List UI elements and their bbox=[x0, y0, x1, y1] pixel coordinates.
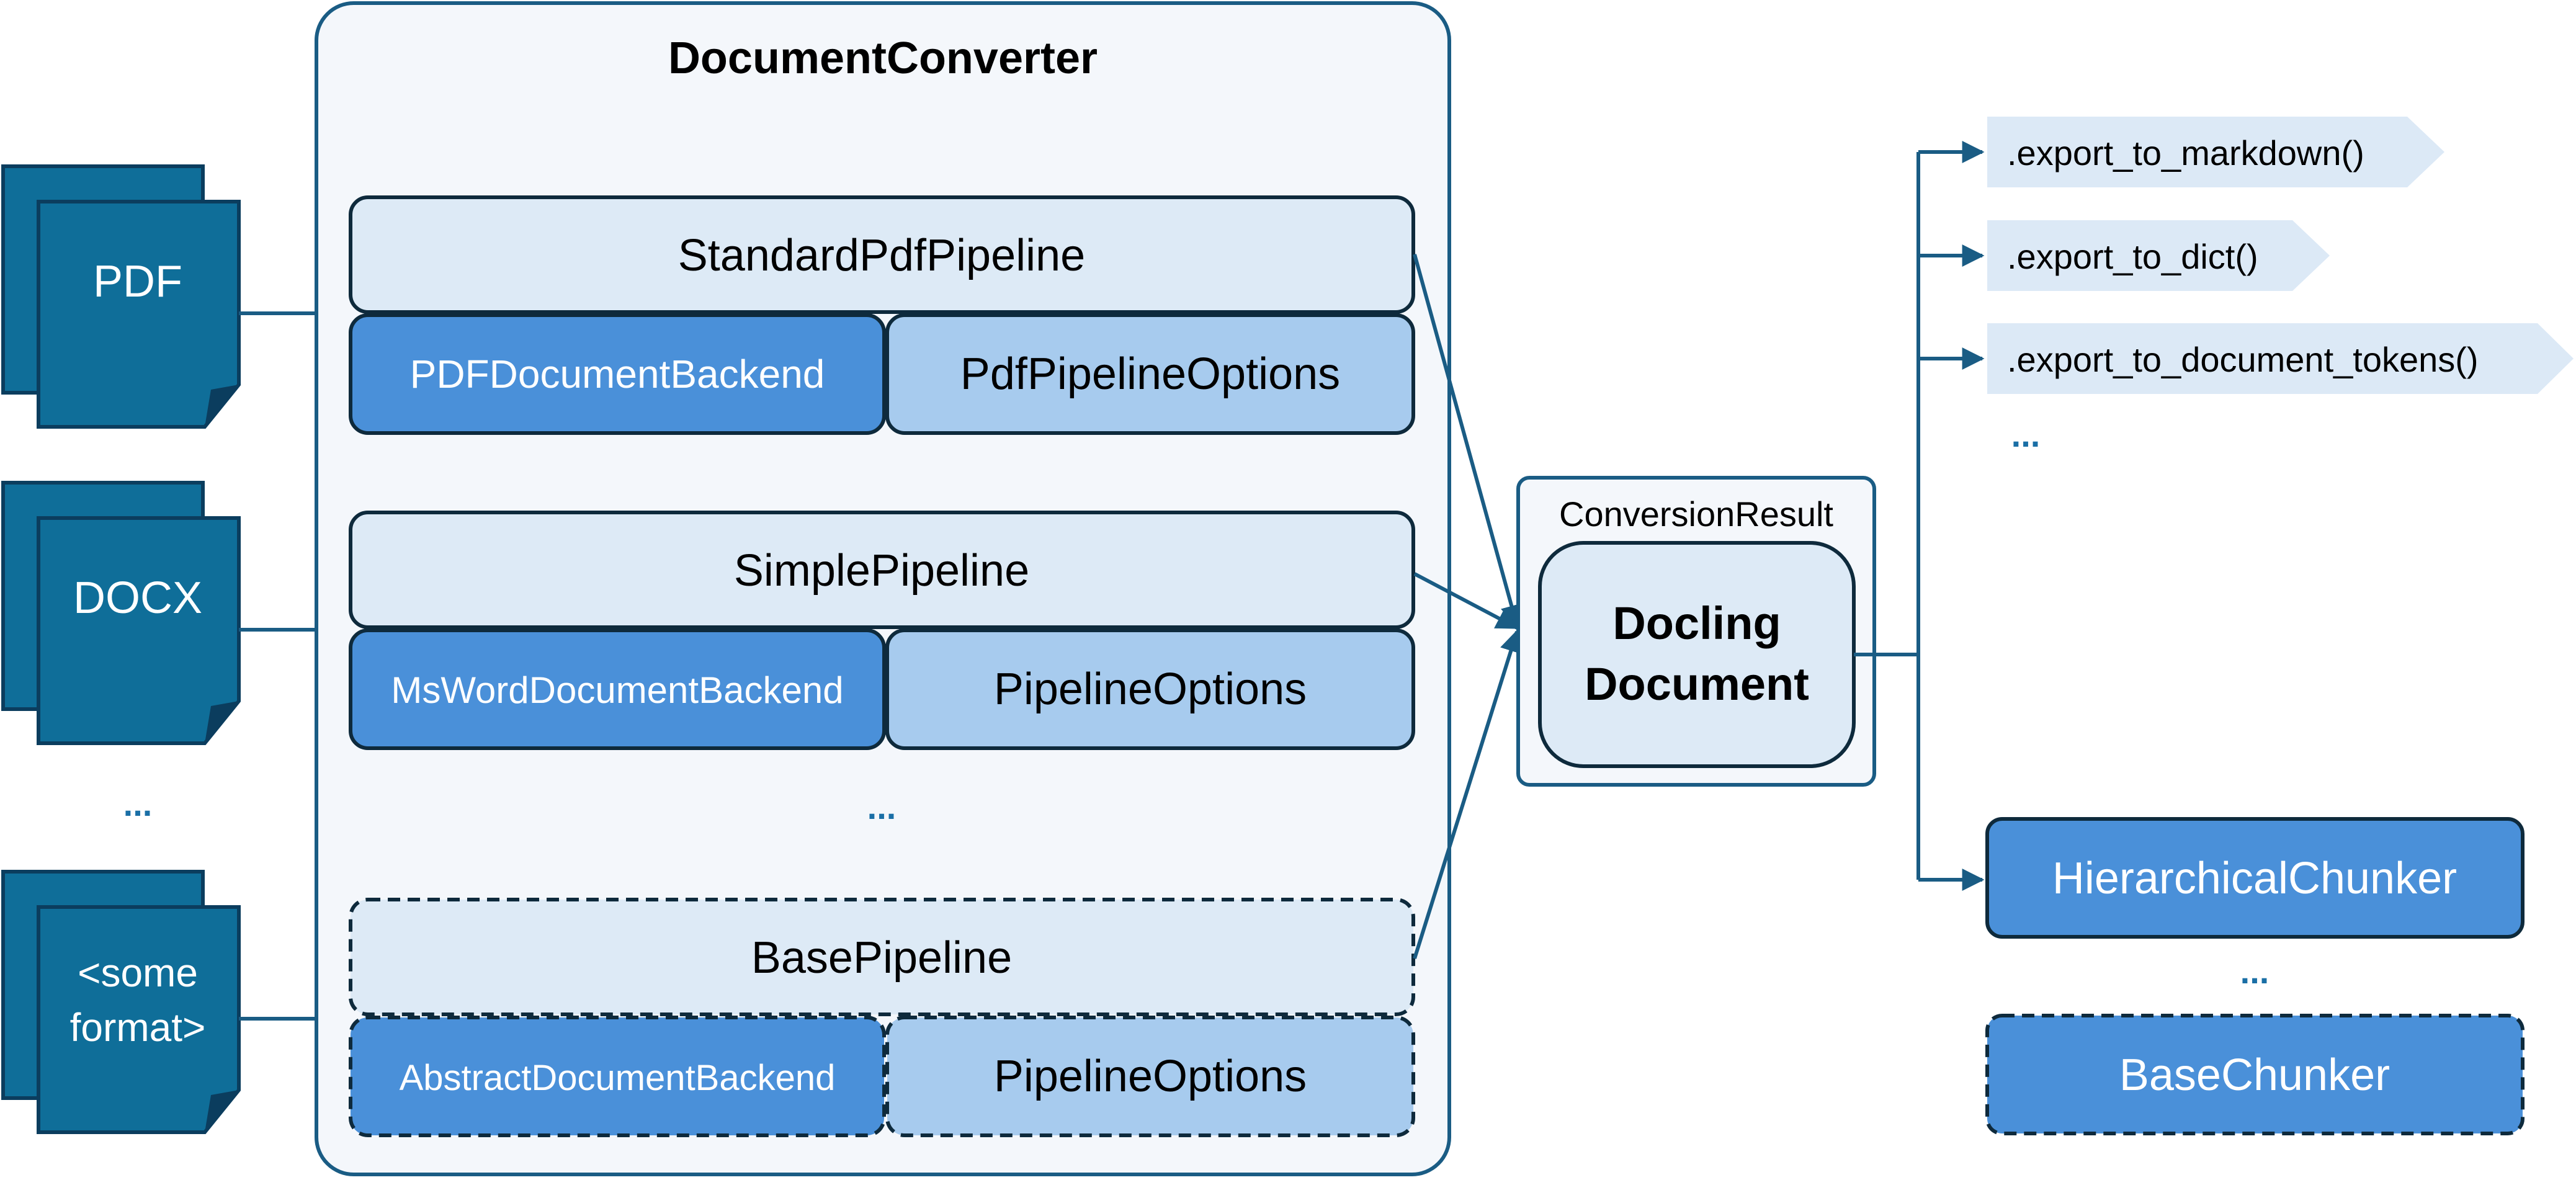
other-format-label-line1: <some bbox=[78, 950, 198, 995]
standard-to-result-arrow bbox=[1413, 254, 1523, 628]
simple-pipeline-options-box bbox=[885, 628, 1415, 750]
base-chunker-label: BaseChunker bbox=[2119, 1050, 2390, 1100]
simple-to-result-arrow bbox=[1413, 572, 1519, 630]
base-chunker-box bbox=[1985, 1014, 2525, 1135]
export-dict-label: .export_to_dict() bbox=[2007, 237, 2258, 276]
conversion-result-label: ConversionResult bbox=[1559, 494, 1833, 534]
abstract-document-backend-box bbox=[349, 1016, 886, 1137]
simple-pipeline-label: SimplePipeline bbox=[734, 546, 1029, 596]
chunkers-ellipsis: ... bbox=[2240, 952, 2270, 991]
msword-document-backend-box bbox=[349, 628, 886, 750]
docling-document-box bbox=[1538, 541, 1856, 768]
docx-input-icon: DOCX bbox=[1, 481, 241, 745]
simple-pipeline-group: SimplePipeline MsWordDocumentBackend Pip… bbox=[349, 511, 1415, 750]
pdf-pipeline-options-label: PdfPipelineOptions bbox=[960, 349, 1340, 399]
pdf-document-backend-label: PDFDocumentBackend bbox=[410, 352, 825, 396]
docx-input-label: DOCX bbox=[73, 573, 202, 623]
pdf-input-icon: PDF bbox=[1, 164, 241, 429]
base-pipeline-label: BasePipeline bbox=[751, 933, 1012, 983]
exports-ellipsis: ... bbox=[2011, 415, 2041, 454]
simple-pipeline-options-label: PipelineOptions bbox=[994, 664, 1307, 714]
other-format-input-icon: <some format> bbox=[1, 870, 241, 1134]
hierarchical-chunker-label: HierarchicalChunker bbox=[2052, 854, 2457, 903]
pdf-input-label: PDF bbox=[93, 257, 182, 306]
standard-pdf-pipeline-label: StandardPdfPipeline bbox=[678, 231, 1085, 280]
simple-pipeline-box bbox=[349, 511, 1415, 629]
base-pipeline-group: BasePipeline AbstractDocumentBackend Pip… bbox=[349, 898, 1415, 1137]
export-markdown-label: .export_to_markdown() bbox=[2007, 133, 2364, 172]
inputs-ellipsis: ... bbox=[123, 784, 153, 823]
export-dict-tag bbox=[1987, 220, 2330, 291]
standard-pdf-pipeline-group: StandardPdfPipeline PDFDocumentBackend P… bbox=[349, 195, 1415, 435]
export-markdown-tag bbox=[1987, 117, 2444, 187]
export-tokens-label: .export_to_document_tokens() bbox=[2007, 340, 2479, 379]
base-pipeline-options-label: PipelineOptions bbox=[994, 1052, 1307, 1101]
hierarchical-chunker-box bbox=[1985, 817, 2525, 939]
document-converter-title: DocumentConverter bbox=[668, 34, 1098, 83]
export-tokens-tag bbox=[1987, 323, 2574, 394]
base-to-result-arrow bbox=[1413, 629, 1522, 959]
docling-document-label-line1: Docling bbox=[1612, 597, 1781, 649]
msword-document-backend-label: MsWordDocumentBackend bbox=[391, 669, 843, 711]
pipelines-ellipsis: ... bbox=[867, 787, 897, 826]
abstract-document-backend-label: AbstractDocumentBackend bbox=[400, 1058, 836, 1098]
docling-document-label-line2: Document bbox=[1585, 658, 1809, 710]
pdf-pipeline-options-box bbox=[885, 313, 1415, 435]
base-pipeline-options-box bbox=[885, 1016, 1415, 1137]
standard-pdf-pipeline-box bbox=[349, 195, 1415, 314]
other-format-label-line2: format> bbox=[70, 1005, 206, 1050]
pdf-document-backend-box bbox=[349, 313, 886, 435]
